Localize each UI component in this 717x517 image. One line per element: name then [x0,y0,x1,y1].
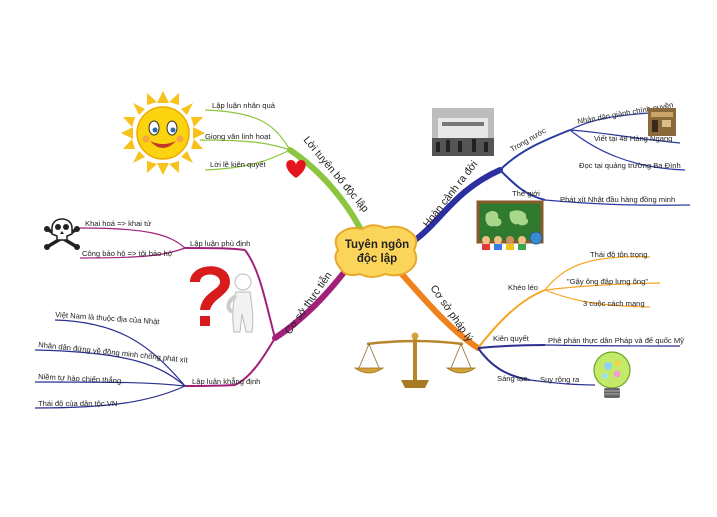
leaf-sang-tao-1: Suy rộng ra [540,375,580,384]
sun-icon [121,91,205,175]
branch-line-hoan-canh [412,167,503,243]
leaf-line-tn3 [569,129,686,171]
leaf-phu-dinh-1: Khai hoá => khai tử [85,219,151,228]
subbranch-label-kien-quyet[interactable]: Kiên quyết [493,334,530,343]
leaf-line-kd3 [34,381,186,387]
leaf-line-ltb3 [204,149,291,171]
leaf-line-ltb1 [204,109,291,151]
skull-crossbones-icon [44,218,80,250]
house-photo-icon [648,108,676,136]
scale-icon [353,332,477,388]
lightbulb-icon [593,351,631,398]
leaf-loi-tuyen-bo-3: Lời lẽ kiên quyết [210,160,267,169]
leaf-kheo-leo-3: 3 cuộc cách mạng [583,299,645,308]
subbranch-label-sang-tao[interactable]: Sáng tạo [497,374,527,383]
heart-icon [286,160,306,178]
leaf-line-kl1 [544,256,651,291]
subbranch-line-kien-quyet [477,344,546,349]
branch-label-loi-tuyen-bo[interactable]: Lời tuyên bố độc lập [301,134,371,215]
leaf-khang-dinh-3: Niềm tự hào chiến thắng [38,372,122,385]
question-man-icon [190,266,254,333]
central-node[interactable]: Tuyên ngôn độc lập [334,224,418,278]
leaf-loi-tuyen-bo-2: Giọng văn linh hoạt [205,132,271,141]
leaf-khang-dinh-2: Nhân dân đứng về đồng minh chống phát xí… [38,340,189,365]
leaf-the-gioi-1: Phát xít Nhật đầu hàng đồng minh [560,195,675,204]
subbranch-label-khang-dinh[interactable]: Lập luận khẳng định [192,377,260,386]
leaf-line-tg1 [544,199,691,206]
subbranch-label-phu-dinh[interactable]: Lập luận phủ định [190,239,250,248]
leaf-line-pd1 [79,227,186,249]
branch-label-hoan-canh[interactable]: Hoàn cảnh ra đời [421,159,480,230]
branch-line-loi-tuyen-bo [287,147,363,231]
subbranch-label-kheo-leo[interactable]: Khéo léo [508,283,538,292]
leaf-phu-dinh-2: Công bảo hộ => tội bảo hộ [82,249,172,258]
branch-line-co-so-phap-ly [397,269,481,351]
subbranch-line-trong-nuoc [499,129,571,171]
leaf-line-pd2 [79,247,186,259]
branch-label-co-so-thuc-tien[interactable]: Cơ sở thực tiễn [282,269,335,337]
leaf-khang-dinh-4: Thái độ của dân tộc VN [38,399,117,408]
leaf-line-kd1 [54,319,186,387]
subbranch-label-the-gioi[interactable]: Thế giới [512,189,540,198]
leaf-line-kd4 [34,385,186,409]
leaf-kheo-leo-2: "Gậy ông đập lưng ông" [567,277,648,286]
leaf-kien-quyet-1: Phê phán thực dân Pháp và đế quốc Mỹ [548,336,684,345]
world-classroom-icon [476,200,544,250]
leaf-line-kl3 [544,289,651,308]
leaf-line-ltb2 [199,139,291,151]
leaf-trong-nuoc-3: Đọc tại quảng trường Ba Đình [579,161,681,170]
leaf-loi-tuyen-bo-1: Lập luận nhân quả [212,101,276,110]
subbranch-line-phu-dinh-h [184,247,246,251]
leaf-line-kl2 [544,282,661,291]
subbranch-line-khang-dinh-h [184,384,236,387]
leaf-line-kq1 [544,344,681,347]
subbranch-line-kheo-leo [477,289,546,349]
leaf-line-tn2 [569,129,681,144]
leaf-line-kd2 [34,349,186,387]
leaf-trong-nuoc-2: Viết tại 48 Hàng Ngang [594,134,672,143]
leaf-line-st1 [529,379,596,386]
subbranch-line-the-gioi [499,169,546,201]
leaf-khang-dinh-1: Việt Nam là thuộc địa của Nhật [55,310,161,326]
historic-photo-icon [432,108,494,156]
central-title-line1: Tuyên ngôn [345,239,409,251]
subbranch-line-phu-dinh [244,249,276,339]
leaf-kheo-leo-1: Thái độ tôn trọng [590,250,647,259]
subbranch-line-sang-tao [477,347,531,381]
subbranch-line-khang-dinh [234,337,276,386]
central-title-line2: độc lập [357,253,397,265]
